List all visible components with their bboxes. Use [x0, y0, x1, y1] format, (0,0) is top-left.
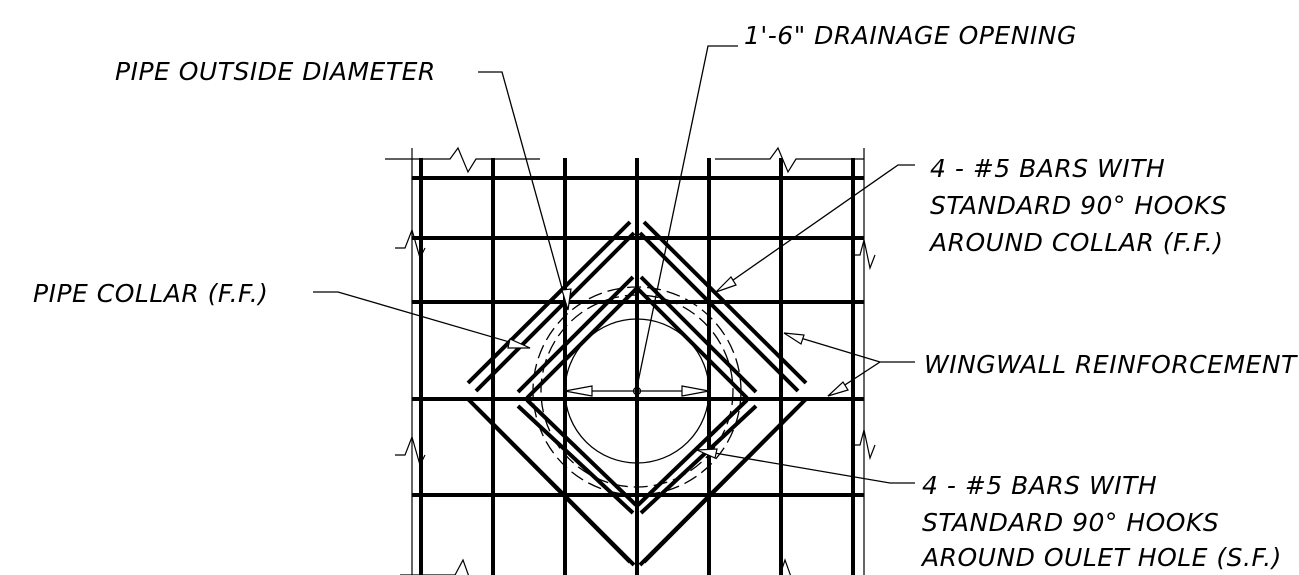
leader-lines: [313, 45, 915, 484]
hooks-outlet-label-line2: STANDARD 90° HOOKS: [922, 508, 1219, 537]
hooks-collar-label-line2: STANDARD 90° HOOKS: [930, 191, 1227, 220]
hooks-outlet-label-line3: AROUND OULET HOLE (S.F.): [920, 543, 1282, 572]
wingwall-reinforcement-label: WINGWALL REINFORCEMENT: [924, 350, 1298, 379]
pipe-collar-circle: [540, 294, 734, 488]
wall-break-lines: [385, 146, 876, 575]
pipe-collar-label: PIPE COLLAR (F.F.): [33, 279, 268, 308]
hooks-outlet-label-line1: 4 - #5 BARS WITH: [922, 471, 1157, 500]
outlet-hook-bars: [516, 275, 758, 515]
drainage-opening-label: 1'-6" DRAINAGE OPENING: [744, 21, 1077, 50]
collar-hook-bars: [466, 220, 808, 567]
hooks-collar-label-line3: AROUND COLLAR (F.F.): [928, 228, 1223, 257]
pipe-outside-diameter-circle: [532, 286, 742, 496]
wingwall-vertical-bars: [419, 158, 855, 575]
pipe-outside-diameter-label: PIPE OUTSIDE DIAMETER: [115, 57, 436, 86]
diameter-dimension: [564, 385, 710, 397]
hooks-collar-label-line1: 4 - #5 BARS WITH: [930, 154, 1165, 183]
